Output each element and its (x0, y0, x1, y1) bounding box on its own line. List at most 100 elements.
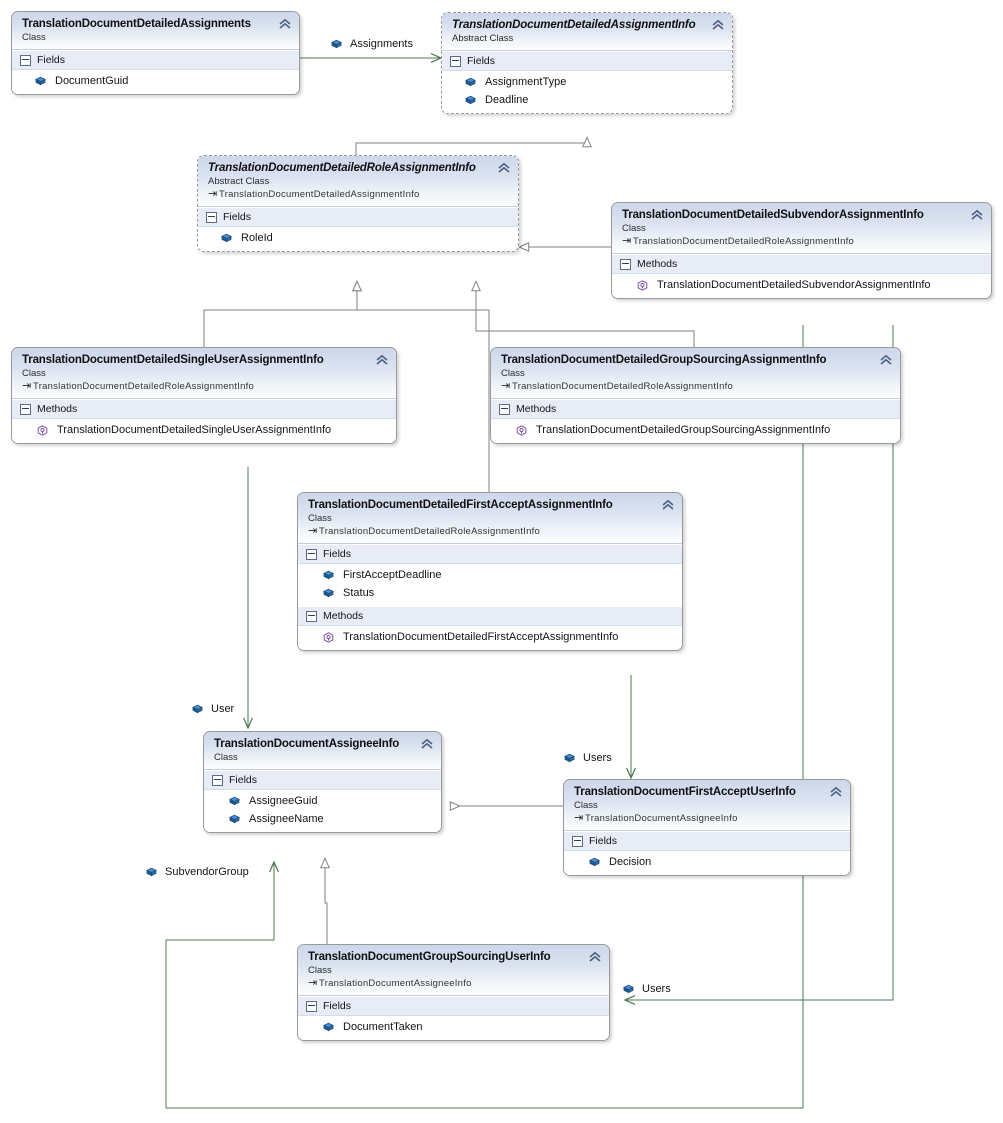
member-name: TranslationDocumentDetailedSubvendorAssi… (657, 279, 931, 291)
class-base-reference: ⇥TranslationDocumentDetailedAssignmentIn… (208, 188, 492, 201)
chevron-up-icon[interactable] (970, 209, 984, 221)
compartment-title: Methods (516, 403, 557, 415)
collapse-toggle-icon[interactable] (620, 258, 631, 270)
compartment-header-fields[interactable]: Fields (198, 207, 518, 227)
collapse-toggle-icon[interactable] (572, 835, 583, 847)
collapse-toggle-icon[interactable] (450, 55, 461, 67)
member-row[interactable]: DocumentGuid (12, 72, 299, 90)
class-base-reference: ⇥TranslationDocumentAssigneeInfo (574, 812, 824, 825)
member-name: DocumentGuid (55, 75, 129, 87)
chevron-up-icon[interactable] (588, 951, 602, 963)
method-icon (323, 631, 334, 643)
inheritance-groupsourcinguser-to-assignee (320, 857, 330, 944)
member-row[interactable]: TranslationDocumentDetailedSingleUserAss… (12, 421, 396, 439)
chevron-up-icon[interactable] (879, 354, 893, 366)
class-node-group-sourcing-user-info[interactable]: TranslationDocumentGroupSourcingUserInfo… (297, 944, 610, 1041)
member-row[interactable]: Status (298, 584, 682, 602)
collapse-toggle-icon[interactable] (306, 548, 317, 560)
method-icon (637, 279, 648, 291)
compartment-header-fields[interactable]: Fields (204, 770, 441, 790)
chevron-up-icon[interactable] (711, 19, 725, 31)
member-row[interactable]: AssigneeName (204, 810, 441, 828)
members-list: TranslationDocumentDetailedGroupSourcing… (491, 419, 900, 443)
class-node-detailed-assignments[interactable]: TranslationDocumentDetailedAssignments C… (11, 11, 300, 95)
chevron-up-icon[interactable] (420, 738, 434, 750)
chevron-up-icon[interactable] (497, 162, 511, 174)
class-node-detailed-first-accept-assignment-info[interactable]: TranslationDocumentDetailedFirstAcceptAs… (297, 492, 683, 651)
collapse-toggle-icon[interactable] (306, 1000, 317, 1012)
members-list: TranslationDocumentDetailedSubvendorAssi… (612, 274, 991, 298)
member-name: Deadline (485, 94, 529, 106)
members-list: FirstAcceptDeadline Status (298, 564, 682, 606)
inherits-arrow-icon: ⇥ (308, 977, 318, 989)
compartment-header-methods[interactable]: Methods (612, 254, 991, 274)
class-node-assignee-info[interactable]: TranslationDocumentAssigneeInfo Class Fi… (203, 731, 442, 833)
member-row[interactable]: TranslationDocumentDetailedGroupSourcing… (491, 421, 900, 439)
member-name: FirstAcceptDeadline (343, 569, 442, 581)
field-icon (323, 1022, 334, 1031)
members-list: RoleId (198, 227, 518, 251)
field-icon (229, 796, 240, 805)
member-row[interactable]: TranslationDocumentDetailedSubvendorAssi… (612, 276, 991, 294)
field-icon (465, 77, 476, 86)
member-row[interactable]: TranslationDocumentDetailedFirstAcceptAs… (298, 628, 682, 646)
class-base-name: TranslationDocumentDetailedRoleAssignmen… (633, 236, 855, 247)
collapse-toggle-icon[interactable] (206, 211, 217, 223)
chevron-up-icon[interactable] (829, 786, 843, 798)
collapse-toggle-icon[interactable] (212, 774, 223, 786)
member-row[interactable]: DocumentTaken (298, 1018, 609, 1036)
compartment-title: Fields (37, 54, 66, 66)
member-row[interactable]: Decision (564, 853, 850, 871)
members-list: TranslationDocumentDetailedSingleUserAss… (12, 419, 396, 443)
compartment-header-fields[interactable]: Fields (564, 831, 850, 851)
association-label-assignments: Assignments (330, 38, 413, 51)
class-node-detailed-assignment-info[interactable]: TranslationDocumentDetailedAssignmentInf… (441, 12, 733, 114)
compartment-header-fields[interactable]: Fields (298, 996, 609, 1016)
chevron-up-icon[interactable] (661, 499, 675, 511)
members-list: DocumentGuid (12, 70, 299, 94)
class-base-name: TranslationDocumentDetailedRoleAssignmen… (319, 526, 541, 537)
class-node-first-accept-user-info[interactable]: TranslationDocumentFirstAcceptUserInfo C… (563, 779, 851, 876)
class-node-detailed-group-sourcing-assignment-info[interactable]: TranslationDocumentDetailedGroupSourcing… (490, 347, 901, 444)
collapse-toggle-icon[interactable] (20, 403, 31, 415)
class-name: TranslationDocumentDetailedRoleAssignmen… (208, 162, 476, 174)
inherits-arrow-icon: ⇥ (208, 188, 218, 200)
collapse-toggle-icon[interactable] (499, 403, 510, 415)
class-node-detailed-role-assignment-info[interactable]: TranslationDocumentDetailedRoleAssignmen… (197, 155, 519, 252)
class-name: TranslationDocumentFirstAcceptUserInfo (574, 786, 796, 798)
class-node-detailed-single-user-assignment-info[interactable]: TranslationDocumentDetailedSingleUserAss… (11, 347, 397, 444)
class-header: TranslationDocumentFirstAcceptUserInfo C… (564, 780, 850, 831)
method-icon (516, 424, 527, 436)
compartment-header-methods[interactable]: Methods (12, 399, 396, 419)
collapse-toggle-icon[interactable] (306, 610, 317, 622)
compartment-header-methods[interactable]: Methods (298, 606, 682, 626)
class-base-reference: ⇥TranslationDocumentAssigneeInfo (308, 977, 583, 990)
members-list: AssigneeGuid AssigneeName (204, 790, 441, 832)
member-row[interactable]: FirstAcceptDeadline (298, 566, 682, 584)
compartment-header-methods[interactable]: Methods (491, 399, 900, 419)
compartment-header-fields[interactable]: Fields (298, 544, 682, 564)
class-base-name: TranslationDocumentAssigneeInfo (585, 813, 738, 824)
inheritance-role-to-assignment (355, 136, 592, 157)
member-name: AssignmentType (485, 76, 567, 88)
member-name: AssigneeGuid (249, 795, 318, 807)
compartment-header-fields[interactable]: Fields (442, 51, 732, 71)
class-base-name: TranslationDocumentDetailedRoleAssignmen… (512, 381, 734, 392)
chevron-up-icon[interactable] (278, 18, 292, 30)
compartment-header-fields[interactable]: Fields (12, 50, 299, 70)
member-row[interactable]: Deadline (442, 91, 732, 109)
class-name: TranslationDocumentDetailedFirstAcceptAs… (308, 499, 613, 511)
compartment-title: Methods (637, 258, 678, 270)
field-icon (465, 95, 476, 104)
field-icon (564, 753, 575, 763)
member-row[interactable]: RoleId (198, 229, 518, 247)
member-row[interactable]: AssignmentType (442, 73, 732, 91)
association-label-text: Users (642, 983, 671, 995)
collapse-toggle-icon[interactable] (20, 54, 31, 66)
class-node-detailed-subvendor-assignment-info[interactable]: TranslationDocumentDetailedSubvendorAssi… (611, 202, 992, 299)
member-row[interactable]: AssigneeGuid (204, 792, 441, 810)
chevron-up-icon[interactable] (375, 354, 389, 366)
field-icon (589, 857, 600, 866)
class-header: TranslationDocumentDetailedAssignmentInf… (442, 13, 732, 51)
class-name: TranslationDocumentGroupSourcingUserInfo (308, 951, 551, 963)
